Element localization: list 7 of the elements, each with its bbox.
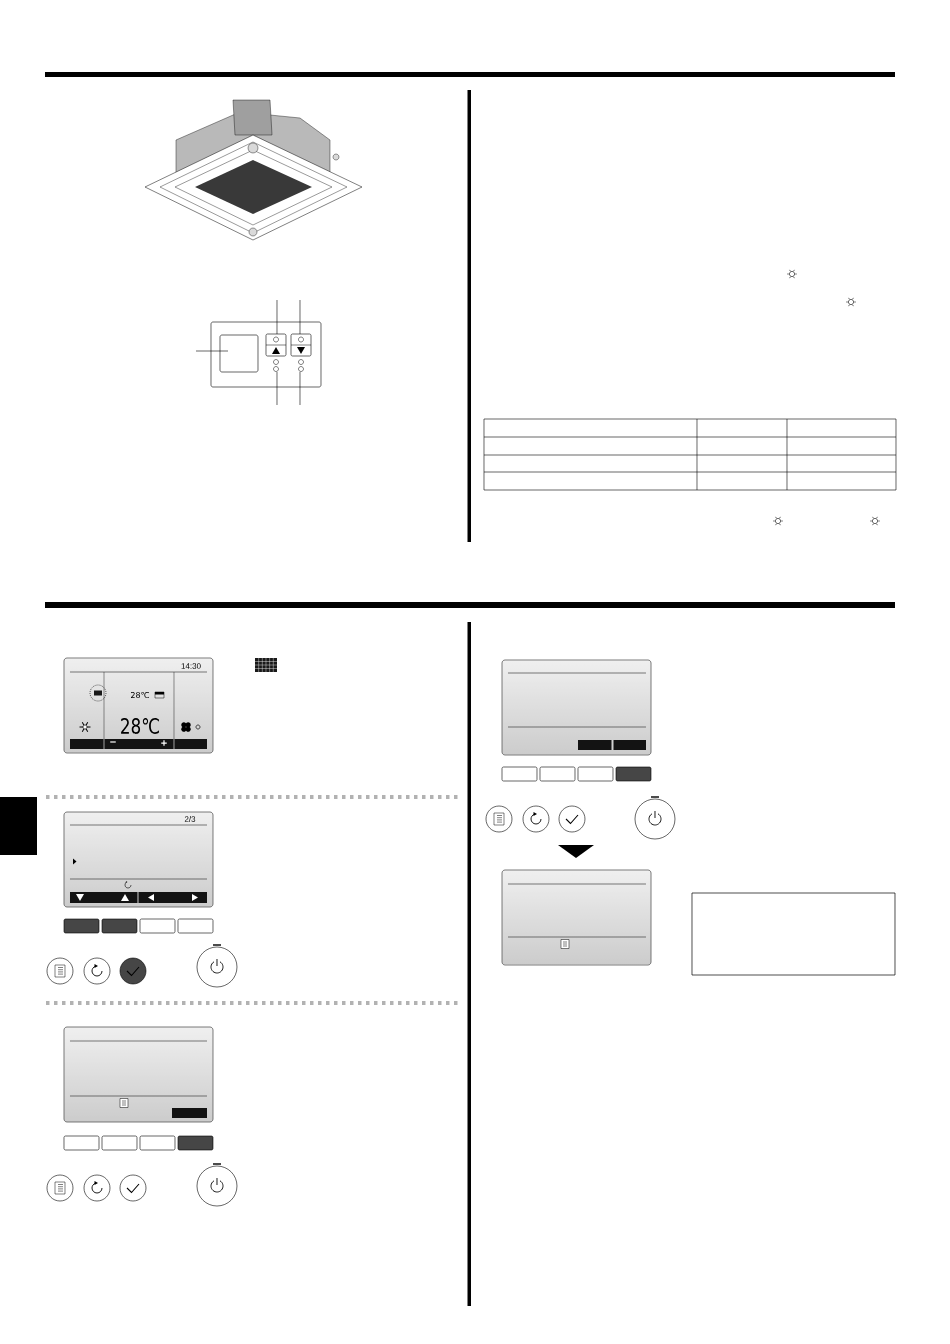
minus-sign: − xyxy=(110,741,116,743)
clock-text: 14:30 xyxy=(181,663,201,669)
note-box xyxy=(691,892,896,976)
page-number: 2/3 xyxy=(184,816,196,822)
plus-sign: + xyxy=(161,740,167,746)
temperature-text: 28℃ xyxy=(121,718,159,734)
temperature-text: 28℃ xyxy=(131,692,149,699)
